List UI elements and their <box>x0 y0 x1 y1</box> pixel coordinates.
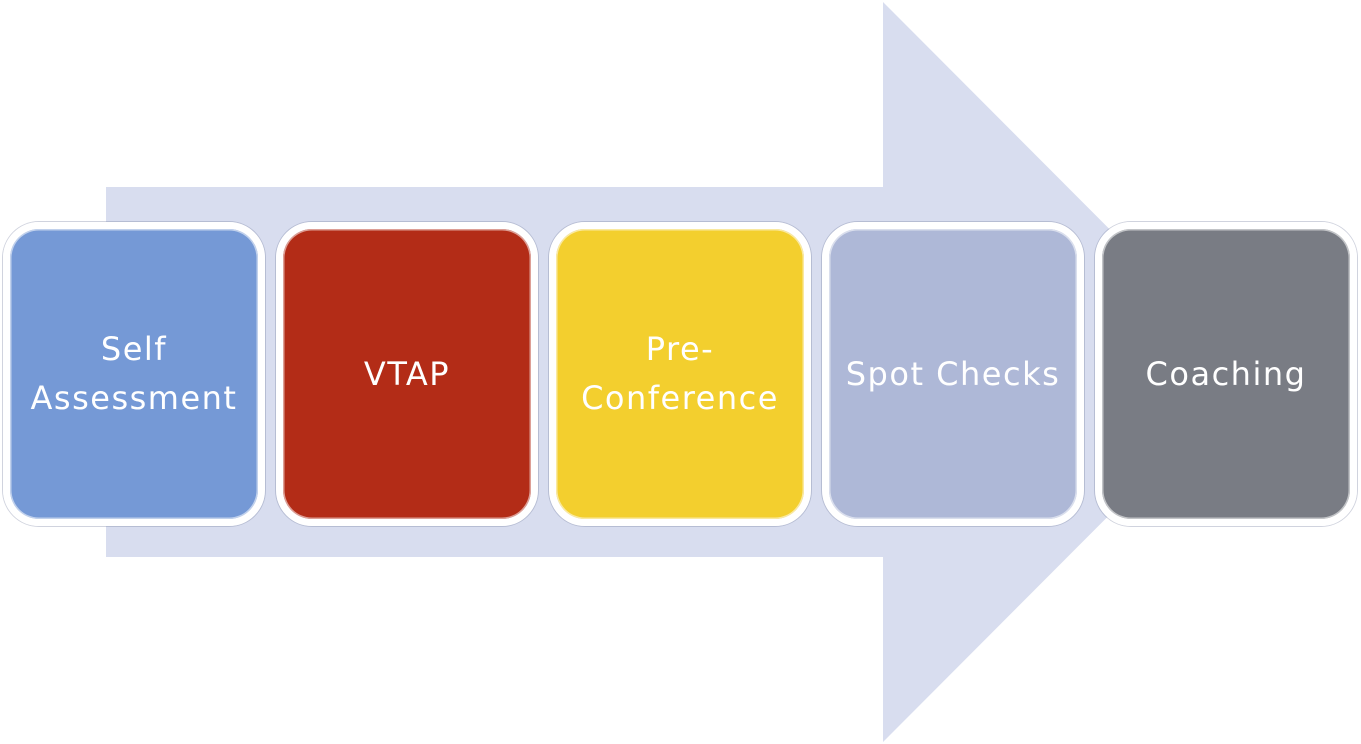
step-label: VTAP <box>363 354 451 393</box>
step-label: Coaching <box>1145 354 1307 393</box>
step-box: Self Assessment <box>10 229 258 519</box>
step-coaching: Coaching <box>1095 222 1357 526</box>
step-box: Pre- Conference <box>556 229 804 519</box>
step-label: Self Assessment <box>30 330 238 417</box>
step-box: Coaching <box>1102 229 1350 519</box>
step-box: Spot Checks <box>829 229 1077 519</box>
step-label: Spot Checks <box>845 354 1061 393</box>
step-pre-conference: Pre- Conference <box>549 222 811 526</box>
step-spot-checks: Spot Checks <box>822 222 1084 526</box>
step-self-assessment: Self Assessment <box>3 222 265 526</box>
step-vtap: VTAP <box>276 222 538 526</box>
step-label: Pre- Conference <box>581 330 779 417</box>
step-box: VTAP <box>283 229 531 519</box>
